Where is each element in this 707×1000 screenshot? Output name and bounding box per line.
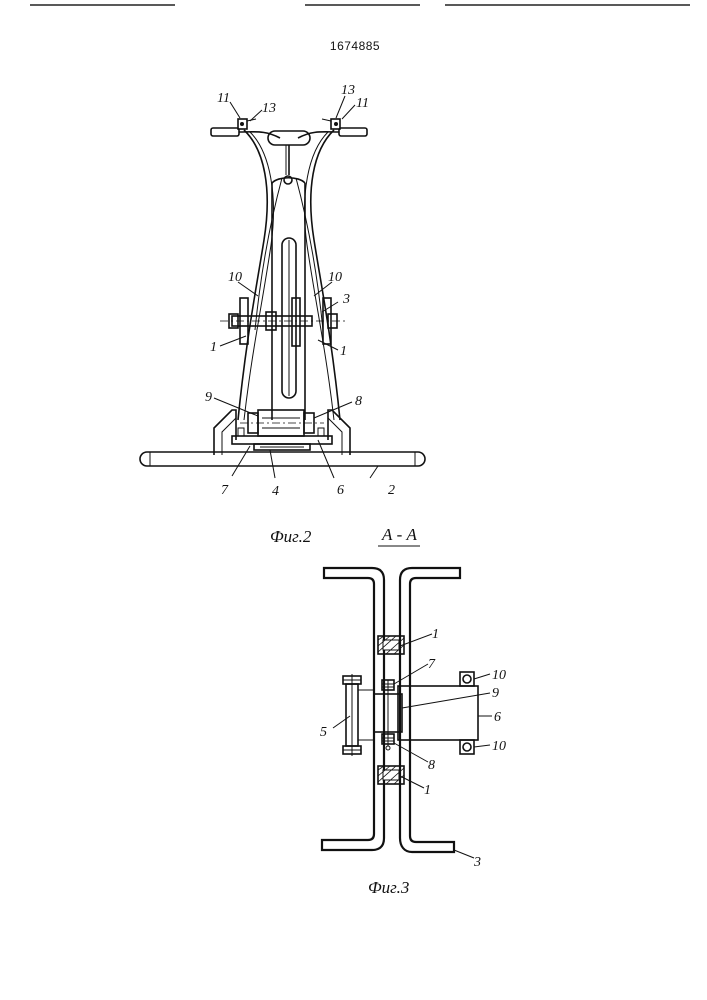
fig2-label-9: 9 (205, 390, 212, 405)
fig3-label-1-lower: 1 (424, 783, 431, 798)
fig3-labels: 1 7 10 9 6 5 10 8 1 3 (320, 627, 506, 870)
fig2-label-1-right: 1 (340, 344, 347, 359)
fig2-label-3: 3 (342, 292, 350, 307)
handlebar (211, 119, 367, 184)
fig2-label-1-left: 1 (210, 340, 217, 355)
fig2-label-6: 6 (337, 483, 344, 498)
patent-number: 1674885 (330, 39, 380, 53)
fig2-label-10-right: 10 (328, 270, 342, 285)
fig3-caption: Фиг.3 (368, 878, 409, 897)
fig2-label-13-left: 13 (262, 101, 276, 116)
side-brackets (214, 410, 350, 455)
fig3-section-label: А - А (381, 525, 418, 544)
fig3-label-5: 5 (320, 725, 327, 740)
fig2-caption: Фиг.2 (270, 527, 312, 546)
fig3-right-frame (400, 568, 460, 852)
fig3-label-7: 7 (428, 657, 436, 672)
fig3-label-8: 8 (428, 758, 435, 773)
fig2-label-4: 4 (272, 484, 279, 499)
fig3-label-10-upper: 10 (492, 668, 506, 683)
fig3-label-3: 3 (473, 855, 481, 870)
fig2-label-2: 2 (388, 483, 395, 498)
fig2-label-11-right: 11 (356, 96, 369, 111)
fig3-bracket-5 (343, 674, 374, 756)
fig3-label-1-upper: 1 (432, 627, 439, 642)
fig2-label-13-right: 13 (341, 83, 355, 98)
fig3-label-10-lower: 10 (492, 739, 506, 754)
fig2-label-10-left: 10 (228, 270, 242, 285)
base-beam (140, 452, 425, 466)
fig2-label-11-left: 11 (217, 91, 230, 106)
fig3-label-6: 6 (494, 710, 501, 725)
motor-unit (232, 410, 332, 450)
fig3-label-9: 9 (492, 686, 499, 701)
fig3-drawing: А - А (320, 525, 506, 897)
fig2-drawing: 11 13 13 11 10 10 3 1 1 9 8 7 4 6 2 Фиг.… (140, 83, 425, 546)
fig2-label-8: 8 (355, 394, 362, 409)
fig2-label-7: 7 (221, 483, 229, 498)
